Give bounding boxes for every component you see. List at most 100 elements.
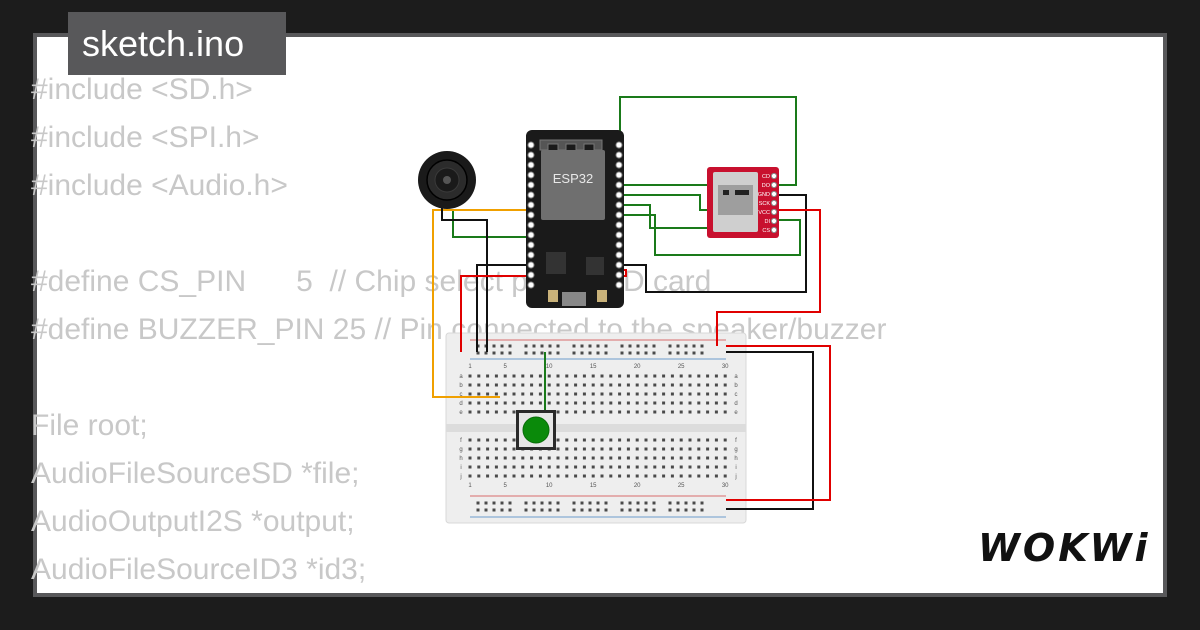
- rail-hole[interactable]: [492, 508, 496, 512]
- rail-hole[interactable]: [644, 501, 648, 505]
- rail-hole[interactable]: [588, 501, 592, 505]
- breadboard-hole[interactable]: [574, 401, 578, 405]
- rail-hole[interactable]: [700, 351, 704, 355]
- breadboard-hole[interactable]: [547, 465, 551, 469]
- breadboard-hole[interactable]: [512, 456, 516, 460]
- breadboard-hole[interactable]: [697, 465, 701, 469]
- breadboard-hole[interactable]: [582, 374, 586, 378]
- breadboard-hole[interactable]: [644, 447, 648, 451]
- breadboard-hole[interactable]: [503, 383, 507, 387]
- breadboard-hole[interactable]: [486, 456, 490, 460]
- breadboard-hole[interactable]: [662, 401, 666, 405]
- breadboard-hole[interactable]: [714, 383, 718, 387]
- breadboard-hole[interactable]: [662, 465, 666, 469]
- breadboard-hole[interactable]: [600, 410, 604, 414]
- breadboard-hole[interactable]: [609, 374, 613, 378]
- breadboard-hole[interactable]: [706, 410, 710, 414]
- breadboard-hole[interactable]: [644, 474, 648, 478]
- breadboard-hole[interactable]: [618, 374, 622, 378]
- breadboard-hole[interactable]: [635, 374, 639, 378]
- rail-hole[interactable]: [500, 501, 504, 505]
- rail-hole[interactable]: [636, 351, 640, 355]
- breadboard-hole[interactable]: [574, 438, 578, 442]
- breadboard-hole[interactable]: [670, 374, 674, 378]
- breadboard-hole[interactable]: [697, 392, 701, 396]
- breadboard-hole[interactable]: [618, 401, 622, 405]
- breadboard-hole[interactable]: [547, 474, 551, 478]
- breadboard-hole[interactable]: [582, 410, 586, 414]
- rail-hole[interactable]: [524, 508, 528, 512]
- breadboard-hole[interactable]: [574, 456, 578, 460]
- breadboard-hole[interactable]: [468, 374, 472, 378]
- breadboard-hole[interactable]: [591, 383, 595, 387]
- breadboard-hole[interactable]: [679, 465, 683, 469]
- rail-hole[interactable]: [556, 508, 560, 512]
- rail-hole[interactable]: [668, 351, 672, 355]
- breadboard-hole[interactable]: [679, 401, 683, 405]
- breadboard-hole[interactable]: [706, 401, 710, 405]
- rail-hole[interactable]: [540, 351, 544, 355]
- breadboard-hole[interactable]: [565, 447, 569, 451]
- esp32-pin[interactable]: [527, 271, 535, 279]
- breadboard-hole[interactable]: [591, 392, 595, 396]
- rail-hole[interactable]: [596, 344, 600, 348]
- breadboard-hole[interactable]: [618, 438, 622, 442]
- breadboard-hole[interactable]: [556, 438, 560, 442]
- breadboard-hole[interactable]: [723, 392, 727, 396]
- breadboard-hole[interactable]: [556, 392, 560, 396]
- esp32-pin[interactable]: [615, 231, 623, 239]
- breadboard-hole[interactable]: [530, 456, 534, 460]
- rail-hole[interactable]: [540, 508, 544, 512]
- breadboard-hole[interactable]: [644, 410, 648, 414]
- esp32-pin[interactable]: [615, 201, 623, 209]
- breadboard-hole[interactable]: [679, 438, 683, 442]
- breadboard-hole[interactable]: [477, 474, 481, 478]
- breadboard-hole[interactable]: [565, 456, 569, 460]
- rail-hole[interactable]: [700, 344, 704, 348]
- breadboard-hole[interactable]: [609, 383, 613, 387]
- breadboard-hole[interactable]: [574, 465, 578, 469]
- esp32-pin[interactable]: [615, 151, 623, 159]
- rail-hole[interactable]: [508, 351, 512, 355]
- breadboard-hole[interactable]: [653, 392, 657, 396]
- breadboard-hole[interactable]: [574, 392, 578, 396]
- esp32-pin[interactable]: [527, 231, 535, 239]
- breadboard-hole[interactable]: [644, 465, 648, 469]
- esp32-pin[interactable]: [615, 211, 623, 219]
- rail-hole[interactable]: [652, 508, 656, 512]
- breadboard-hole[interactable]: [697, 410, 701, 414]
- breadboard-hole[interactable]: [494, 465, 498, 469]
- breadboard-hole[interactable]: [591, 401, 595, 405]
- breadboard-hole[interactable]: [618, 392, 622, 396]
- breadboard-hole[interactable]: [565, 474, 569, 478]
- breadboard-hole[interactable]: [486, 374, 490, 378]
- rail-hole[interactable]: [548, 351, 552, 355]
- breadboard-hole[interactable]: [565, 401, 569, 405]
- breadboard-hole[interactable]: [486, 465, 490, 469]
- breadboard-hole[interactable]: [714, 447, 718, 451]
- breadboard-hole[interactable]: [618, 474, 622, 478]
- rail-hole[interactable]: [484, 508, 488, 512]
- breadboard-hole[interactable]: [670, 401, 674, 405]
- rail-hole[interactable]: [636, 501, 640, 505]
- breadboard-hole[interactable]: [521, 383, 525, 387]
- breadboard-hole[interactable]: [494, 410, 498, 414]
- breadboard-hole[interactable]: [538, 465, 542, 469]
- breadboard-hole[interactable]: [670, 410, 674, 414]
- breadboard-hole[interactable]: [538, 474, 542, 478]
- esp32-pin[interactable]: [527, 191, 535, 199]
- breadboard-hole[interactable]: [706, 374, 710, 378]
- esp32-pin[interactable]: [527, 221, 535, 229]
- rail-hole[interactable]: [604, 344, 608, 348]
- breadboard-hole[interactable]: [538, 374, 542, 378]
- breadboard-hole[interactable]: [653, 465, 657, 469]
- breadboard-hole[interactable]: [486, 447, 490, 451]
- rail-hole[interactable]: [580, 344, 584, 348]
- breadboard-hole[interactable]: [714, 438, 718, 442]
- breadboard-hole[interactable]: [582, 392, 586, 396]
- breadboard-hole[interactable]: [556, 465, 560, 469]
- breadboard-hole[interactable]: [565, 465, 569, 469]
- rail-hole[interactable]: [596, 351, 600, 355]
- breadboard-hole[interactable]: [618, 383, 622, 387]
